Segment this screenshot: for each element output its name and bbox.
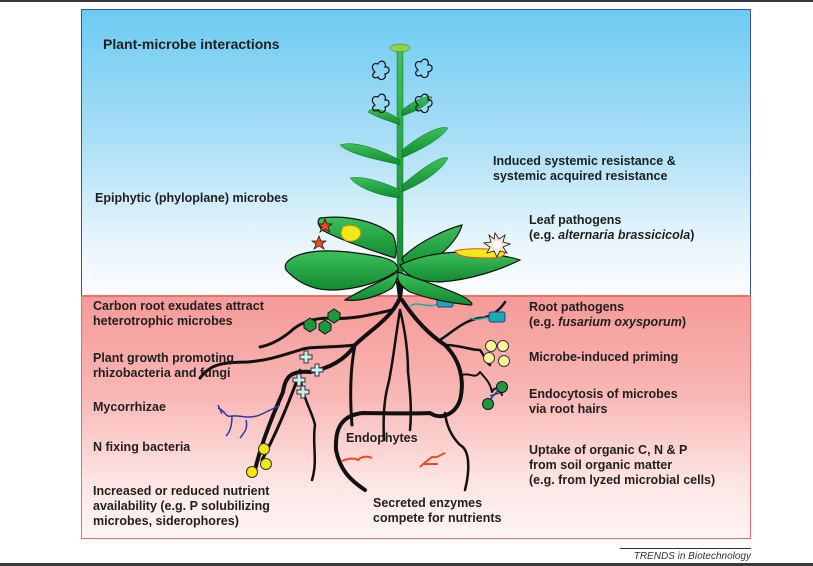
endocytosis-microbes <box>482 381 508 410</box>
label-nutrient-line1: Increased or reduced nutrient <box>93 484 270 498</box>
label-n-fixing: N fixing bacteria <box>93 440 191 454</box>
figure-title: Plant-microbe interactions <box>103 36 280 52</box>
label-leaf-pathogens: Leaf pathogens (e.g. alternaria brassici… <box>529 213 694 243</box>
label-uptake-line2: from soil organic matter <box>529 458 673 472</box>
root-right-main <box>333 298 464 492</box>
label-enzymes-line2: compete for nutrients <box>373 511 502 525</box>
label-pgpr-line2: rhizobacteria and fungi <box>93 366 231 380</box>
figure-credit: TRENDS in Biotechnology <box>620 548 751 562</box>
label-nutrient-availability: Increased or reduced nutrient availabili… <box>93 484 270 529</box>
endophytes <box>341 452 446 468</box>
leaf-pathogen-burst <box>482 231 512 258</box>
label-endocytosis-line1: Endocytosis of microbes <box>529 387 678 401</box>
leaf-lower-right <box>396 271 473 306</box>
root-right-upper <box>438 300 507 342</box>
label-root-pathogens-example: (e.g. fusarium oxysporum) <box>529 315 686 330</box>
example-prefix: (e.g. <box>529 315 559 329</box>
below-ground-panel <box>81 296 751 539</box>
label-carbon-line1: Carbon root exudates attract <box>93 299 264 313</box>
leaf-right <box>399 251 522 283</box>
carbon-exudate-microbes <box>303 308 341 335</box>
flowers <box>371 58 433 114</box>
example-prefix: (e.g. <box>529 228 559 242</box>
label-uptake-line3: (e.g. from lyzed microbial cells) <box>529 473 716 487</box>
shoot <box>339 49 449 283</box>
label-enzymes-line1: Secreted enzymes <box>373 496 483 510</box>
label-secreted-enzymes: Secreted enzymes compete for nutrients <box>373 496 502 526</box>
leaf-lower-left <box>343 270 399 301</box>
example-suffix: ) <box>690 228 695 242</box>
label-mycorrhizae: Mycorrhizae <box>93 400 166 414</box>
label-leaf-pathogens-example: (e.g. alternaria brassicicola) <box>529 228 694 243</box>
taproot-left <box>253 296 402 472</box>
soil-line <box>81 295 751 297</box>
example-suffix: ) <box>681 315 686 329</box>
root-lower-right <box>443 411 470 492</box>
label-carbon-exudates: Carbon root exudates attract heterotroph… <box>93 299 264 329</box>
label-endocytosis: Endocytosis of microbes via root hairs <box>529 387 678 417</box>
label-isr-line1: Induced systemic resistance & <box>493 154 676 168</box>
species-name: fusarium oxysporum <box>558 315 682 329</box>
label-root-pathogens: Root pathogens (e.g. fusarium oxysporum) <box>529 300 686 330</box>
label-priming: Microbe-induced priming <box>529 350 679 364</box>
label-isr: Induced systemic resistance & systemic a… <box>493 154 676 184</box>
n-fixing-bacteria <box>246 443 272 478</box>
priming-microbes <box>483 340 510 367</box>
label-uptake-line1: Uptake of organic C, N & P <box>529 443 688 457</box>
leaf-left <box>284 250 399 291</box>
label-isr-line2: systemic acquired resistance <box>493 169 668 183</box>
lesion-left-leaf <box>340 225 361 242</box>
epiphytic-microbes <box>310 218 334 250</box>
label-nutrient-line3: microbes, siderophores) <box>93 514 239 528</box>
label-epiphytic: Epiphytic (phyloplane) microbes <box>95 191 289 205</box>
label-pgpr: Plant growth promoting rhizobacteria and… <box>93 351 234 381</box>
flower-bud <box>389 43 411 53</box>
figure-bottom-border <box>0 563 813 566</box>
label-endophytes: Endophytes <box>346 431 418 445</box>
label-leaf-pathogens-line1: Leaf pathogens <box>529 213 622 227</box>
label-root-pathogens-line1: Root pathogens <box>529 300 625 314</box>
mycorrhizae-hyphae <box>217 404 281 439</box>
label-nutrient-line2: availability (e.g. P solubilizing <box>93 499 270 513</box>
label-endocytosis-line2: via root hairs <box>529 402 608 416</box>
species-name: alternaria brassicicola <box>558 228 691 242</box>
figure-top-border <box>0 0 813 2</box>
pgpr-microbes <box>292 350 324 399</box>
label-uptake: Uptake of organic C, N & P from soil org… <box>529 443 715 488</box>
label-carbon-line2: heterotrophic microbes <box>93 314 233 328</box>
label-pgpr-line1: Plant growth promoting <box>93 351 234 365</box>
root-mid-2 <box>382 308 402 442</box>
root-left-upper <box>198 343 357 380</box>
